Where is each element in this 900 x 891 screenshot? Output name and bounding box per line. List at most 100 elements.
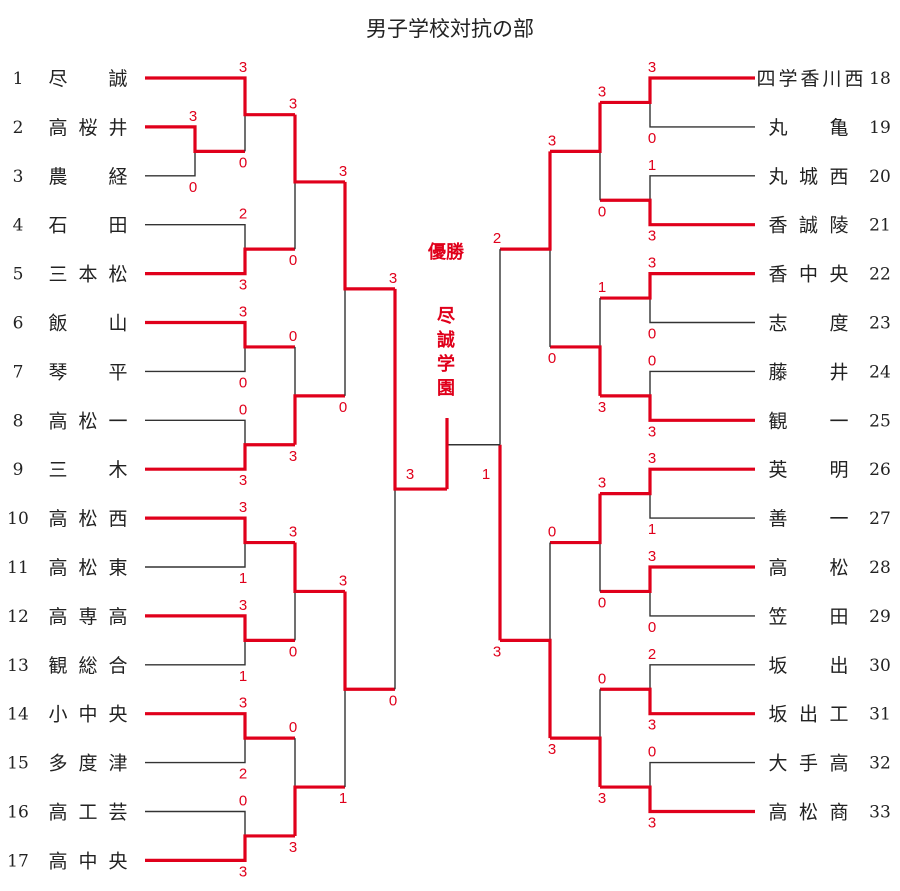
left-r1-m5-score-top: 3: [239, 499, 247, 516]
right-r1-m3-winner-line: [600, 272, 755, 300]
final-score-left: 3: [406, 466, 414, 483]
left-r2-m4-winner-line: [293, 785, 345, 836]
team-name-char: 香: [768, 264, 787, 286]
right-r1-m8-winner-line: [600, 785, 755, 814]
team-name-char: 松: [78, 557, 97, 579]
team-name-char: 手: [799, 753, 818, 775]
team-name-char: 松: [829, 557, 848, 579]
left-r1-m6-score-top: 3: [239, 597, 247, 614]
left-prelim-score-bottom: 0: [189, 179, 197, 196]
team-name-char: 出: [829, 655, 848, 677]
right-r1-m8-score-bottom: 3: [648, 815, 656, 832]
team-name-char: 多: [48, 753, 67, 775]
team-name-char: 丸: [768, 117, 787, 139]
team-name-char: 飯: [48, 313, 67, 335]
team-name-char: 善: [768, 508, 787, 530]
right-r1-m4-score-top: 0: [648, 352, 656, 369]
left-r1-m2-loser-line: [145, 224, 246, 250]
team-number: 24: [869, 362, 891, 382]
left-r3-m1-score-top: 3: [339, 163, 347, 180]
left-r3-m2-winner-line: [343, 591, 395, 691]
team-name-char: 出: [799, 704, 818, 726]
right-r1-m2-loser-line: [649, 175, 755, 201]
team-name-char: 東: [108, 557, 127, 579]
team-name-char: 高: [829, 753, 848, 775]
right-r2-m2-score-top: 1: [598, 279, 606, 296]
team-name-char: 坂: [768, 704, 787, 726]
team-number: 33: [869, 803, 891, 823]
left-r1-m6-loser-line: [145, 640, 246, 666]
right-r1-m7-winner-line: [600, 687, 755, 716]
team-name-char: 琴: [48, 361, 67, 383]
team-name-char: 合: [108, 655, 127, 677]
team-name-char: 高: [48, 802, 67, 824]
team-name-char: 田: [108, 215, 127, 237]
team-number: 3: [13, 167, 24, 187]
left-r1-m7-score-top: 3: [239, 695, 247, 712]
team-number: 4: [13, 216, 24, 236]
team-name-char: 大: [768, 753, 787, 775]
right-r1-m8-score-top: 0: [648, 744, 656, 761]
team-name-char: 誠: [108, 68, 127, 90]
team-number: 22: [869, 265, 891, 285]
team-name-char: 総: [78, 655, 97, 677]
team-name-char: 田: [829, 606, 848, 628]
right-r2-m2-score-bottom: 3: [598, 399, 606, 416]
right-r1-m5-score-top: 3: [648, 450, 656, 467]
right-r1-m7-score-top: 2: [648, 646, 656, 663]
team-name-char: 明: [829, 459, 848, 481]
team-name-char: 経: [108, 166, 127, 188]
left-r2-m1-score-bottom: 0: [289, 252, 297, 269]
team-name-char: 一: [829, 410, 848, 432]
left-r1-m3-loser-line: [145, 346, 246, 373]
left-r1-m2-score-bottom: 3: [239, 277, 247, 294]
champion-school-char: 園: [437, 378, 455, 399]
team-name-char: 亀: [829, 117, 848, 139]
right-r2-m3-winner-line: [550, 493, 602, 545]
left-r1-m3-winner-line: [145, 320, 295, 349]
right-r2-m2-winner-line: [550, 345, 602, 396]
team-number: 19: [869, 118, 891, 138]
right-r3-m1-winner-line: [500, 151, 552, 251]
team-name-char: 農: [48, 166, 67, 188]
left-r4-score-bottom: 0: [389, 692, 397, 709]
champion-label: 優勝: [427, 241, 465, 263]
team-name-char: 香: [768, 215, 787, 237]
score-labels: 3030233003313132033003300330313030133003…: [189, 59, 656, 880]
team-number: 18: [869, 69, 891, 89]
left-r1-m6-winner-line: [145, 614, 295, 642]
left-r2-m3-winner-line: [293, 542, 345, 594]
team-name-char: 松: [799, 802, 818, 824]
left-prelim-loser-line: [145, 151, 196, 177]
team-number: 31: [869, 705, 891, 725]
team-name-char: 小: [48, 704, 67, 726]
left-r3-m2-score-top: 3: [339, 572, 347, 589]
left-r2-m2-winner-line: [293, 394, 345, 445]
team-name-char: 央: [108, 850, 127, 872]
champion-school-char: 誠: [437, 329, 455, 351]
left-r1-m4-winner-line: [145, 443, 295, 471]
team-name-char: 央: [829, 264, 848, 286]
team-number: 23: [869, 314, 891, 334]
right-r2-m1-winner-line: [550, 102, 602, 153]
team-name-char: 木: [108, 459, 127, 481]
team-name-char: 桜: [78, 117, 97, 139]
team-name-char: 専: [78, 606, 97, 628]
team-name-char: 中: [799, 264, 818, 286]
team-name-char: 高: [48, 850, 67, 872]
right-r1-m3-loser-line: [649, 298, 755, 324]
left-r1-m7-winner-line: [145, 712, 295, 740]
right-r2-m4-score-bottom: 3: [598, 790, 606, 807]
team-name-char: 高: [48, 410, 67, 432]
